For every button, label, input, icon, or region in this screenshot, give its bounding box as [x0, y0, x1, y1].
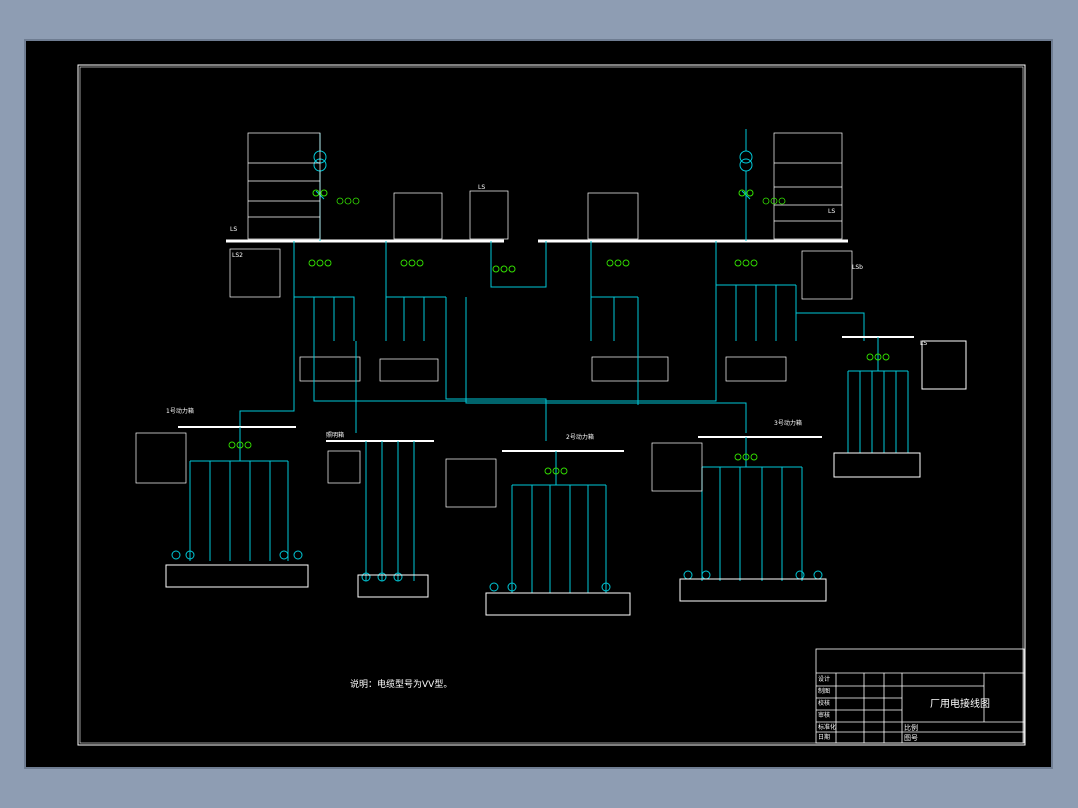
title-block-rows: 设计 制图 校核 审核 标准化 日期 [818, 675, 836, 741]
svg-text:制图: 制图 [818, 687, 830, 695]
title-block [815, 648, 1025, 744]
drawing-title: 厂用电接线图 [930, 697, 990, 710]
tie-meters [492, 265, 516, 273]
outer-frame [77, 64, 1026, 746]
cable-runs [239, 312, 865, 441]
svg-text:LS: LS [230, 226, 237, 233]
svg-text:审核: 审核 [818, 711, 830, 719]
svg-text:照明箱: 照明箱 [326, 431, 344, 439]
svg-text:LS2: LS2 [232, 252, 243, 259]
svg-text:校核: 校核 [818, 699, 830, 707]
board-data-tables [135, 248, 853, 508]
distribution-board-1 [165, 426, 309, 588]
svg-text:标准化: 标准化 [818, 723, 836, 731]
note-text: 说明：电缆型号为VV型。 [350, 678, 452, 690]
board-meters [228, 259, 890, 475]
side-board [833, 336, 967, 478]
svg-text:LS: LS [828, 208, 835, 215]
svg-text:3号动力箱: 3号动力箱 [774, 419, 802, 427]
drawing-viewport[interactable]: 说明：电缆型号为VV型。 厂用电接线图 比例 图号 设计 制图 校核 审核 标准… [26, 41, 1051, 767]
distribution-board-4 [679, 436, 827, 602]
transformer-icon [739, 129, 753, 241]
meter-legend [336, 197, 786, 205]
distribution-board-3 [485, 450, 631, 616]
svg-text:1号动力箱: 1号动力箱 [166, 407, 194, 415]
sheet-label: 图号 [904, 734, 918, 742]
svg-text:LSb: LSb [852, 264, 863, 271]
load-boxes [299, 356, 787, 382]
left-bus-feeders [293, 241, 467, 341]
svg-text:2号动力箱: 2号动力箱 [566, 433, 594, 441]
right-bus-feeders [590, 241, 797, 341]
svg-text:设计: 设计 [818, 675, 830, 683]
inner-frame [79, 66, 1024, 744]
svg-text:LS: LS [478, 184, 485, 191]
current-transformer-icon [312, 189, 754, 197]
distribution-board-2 [326, 440, 434, 598]
svg-text:日期: 日期 [818, 733, 830, 741]
equipment-tables [247, 132, 843, 240]
scale-label: 比例 [904, 723, 918, 732]
tie-connection [490, 241, 547, 288]
single-line-diagram: 说明：电缆型号为VV型。 厂用电接线图 比例 图号 设计 制图 校核 审核 标准… [77, 64, 1026, 746]
svg-text:LS: LS [920, 340, 927, 347]
board-labels: 1号动力箱 照明箱 2号动力箱 3号动力箱 LS LS LS LS2 LSb L… [166, 184, 927, 441]
